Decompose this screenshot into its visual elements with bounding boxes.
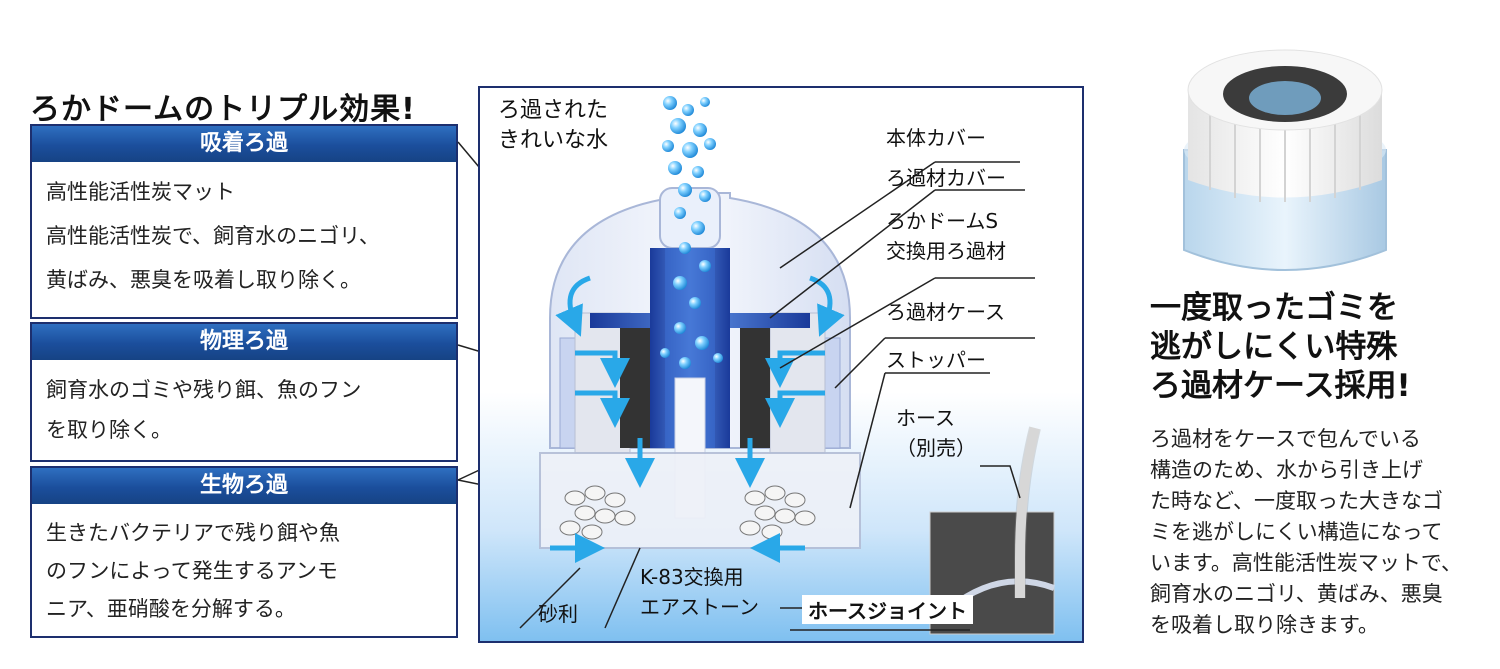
filter-diagram: ろ過された きれいな水 本体カバー ろ過材カバー ろかドームS 交換用ろ過材 ろ… (478, 86, 1084, 643)
filtered-water-line-2: きれいな水 (498, 128, 609, 153)
hose-joint-label: ホースジョイント (802, 595, 973, 624)
leader-lines (519, 161, 1035, 631)
physical-line: を取り除く。 (46, 418, 172, 442)
filtered-water-line-1: ろ過された (498, 98, 609, 123)
adsorption-line: 高性能活性炭で、飼育水のニゴリ、 (46, 224, 380, 248)
filter-mat-right (769, 312, 826, 454)
adsorption-filter-text: 高性能活性炭マット 高性能活性炭で、飼育水のニゴリ、 黄ばみ、悪臭を吸着し取り除… (32, 162, 456, 310)
filter-case-label: ろ過材ケース (886, 300, 1005, 324)
feature-desc-line: 飼育水のニゴリ、黄ばみ、悪臭 (1150, 582, 1443, 606)
physical-filter-header: 物理ろ過 (32, 324, 456, 360)
filter-product-image (1183, 49, 1387, 271)
feature-desc-line: ミを逃がしにくい構造になって (1150, 520, 1443, 544)
adsorption-filter-header: 吸着ろ過 (32, 126, 456, 162)
stopper-label: ストッパー (886, 348, 986, 372)
physical-line: 飼育水のゴミや残り餌、魚のフン (46, 378, 362, 402)
hose-line-1: ホース (896, 406, 955, 430)
air-stone-line-2: エアストーン (640, 595, 759, 619)
feature-desc-line: います。高性能活性炭マットで、 (1150, 551, 1463, 575)
feature-desc-line: ろ過材をケースで包んでいる (1150, 427, 1421, 451)
center-hole (1249, 81, 1321, 115)
biological-line: ニア、亜硝酸を分解する。 (46, 597, 296, 621)
feature-description: ろ過材をケースで包んでいる 構造のため、水から引き上げ た時など、一度取った大き… (1150, 424, 1490, 641)
biological-filter-box: 生物ろ過 生きたバクテリアで残り餌や魚 のフンによって発生するアンモ ニア、亜硝… (30, 466, 458, 638)
hose-line-2: （別売） (896, 436, 976, 460)
carbon-mat-left (620, 313, 650, 448)
feature-title-line-2: 逃がしにくい特殊 (1150, 329, 1398, 365)
bubbles (660, 96, 723, 369)
gravel-label: 砂利 (538, 602, 578, 626)
replacement-filter-label: ろかドームS 交換用ろ過材 (886, 206, 1006, 266)
biological-filter-header: 生物ろ過 (32, 468, 456, 504)
feature-desc-line: を吸着し取り除きます。 (1150, 613, 1379, 637)
biological-line: のフンによって発生するアンモ (46, 559, 338, 583)
biological-filter-text: 生きたバクテリアで残り餌や魚 のフンによって発生するアンモ ニア、亜硝酸を分解す… (32, 504, 456, 636)
hose-shape (1015, 426, 1040, 598)
adsorption-filter-box: 吸着ろ過 高性能活性炭マット 高性能活性炭で、飼育水のニゴリ、 黄ばみ、悪臭を吸… (30, 124, 458, 319)
physical-filter-text: 飼育水のゴミや残り餌、魚のフン を取り除く。 (32, 360, 456, 458)
main-title: ろかドームのトリプル効果! (30, 92, 416, 127)
physical-filter-box: 物理ろ過 飼育水のゴミや残り餌、魚のフン を取り除く。 (30, 322, 458, 462)
filtered-water-label: ろ過された きれいな水 (498, 96, 608, 156)
feature-desc-line: 構造のため、水から引き上げ (1150, 458, 1423, 482)
feature-title-line-3: ろ過材ケース採用! (1150, 368, 1411, 404)
body-cover-label: 本体カバー (886, 126, 986, 150)
filter-illustration (519, 96, 1056, 635)
feature-title-line-1: 一度取ったゴミを (1150, 290, 1398, 326)
gravel-shape (559, 485, 816, 540)
feature-desc-line: た時など、一度取った大きなゴ (1150, 489, 1443, 513)
adsorption-line: 黄ばみ、悪臭を吸着し取り除く。 (46, 268, 361, 292)
hose-label: ホース （別売） (896, 403, 976, 463)
replacement-line-1: ろかドームS (886, 209, 999, 233)
biological-line: 生きたバクテリアで残り餌や魚 (46, 521, 340, 545)
flow-arrows (550, 275, 845, 563)
feature-title: 一度取ったゴミを 逃がしにくい特殊 ろ過材ケース採用! (1150, 289, 1490, 406)
filter-cover-label: ろ過材カバー (886, 166, 1006, 190)
carbon-mat-right (740, 313, 770, 448)
adsorption-line: 高性能活性炭マット (46, 180, 235, 204)
replacement-line-2: 交換用ろ過材 (886, 239, 1006, 263)
air-stone-label: K-83交換用 エアストーン (640, 562, 759, 622)
air-stone-line-1: K-83交換用 (640, 565, 744, 589)
spout-shape (659, 187, 721, 249)
